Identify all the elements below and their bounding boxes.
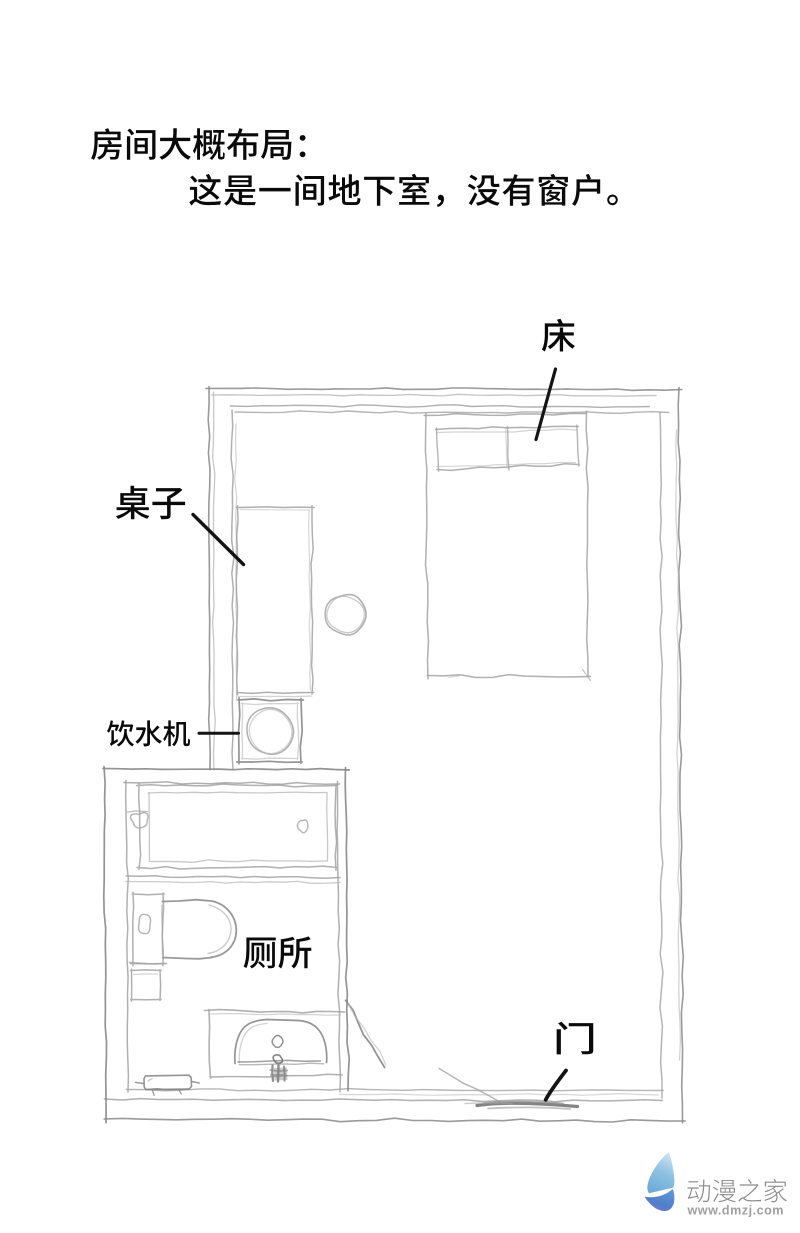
svg-text:www.dmzj.com: www.dmzj.com bbox=[687, 1204, 785, 1218]
